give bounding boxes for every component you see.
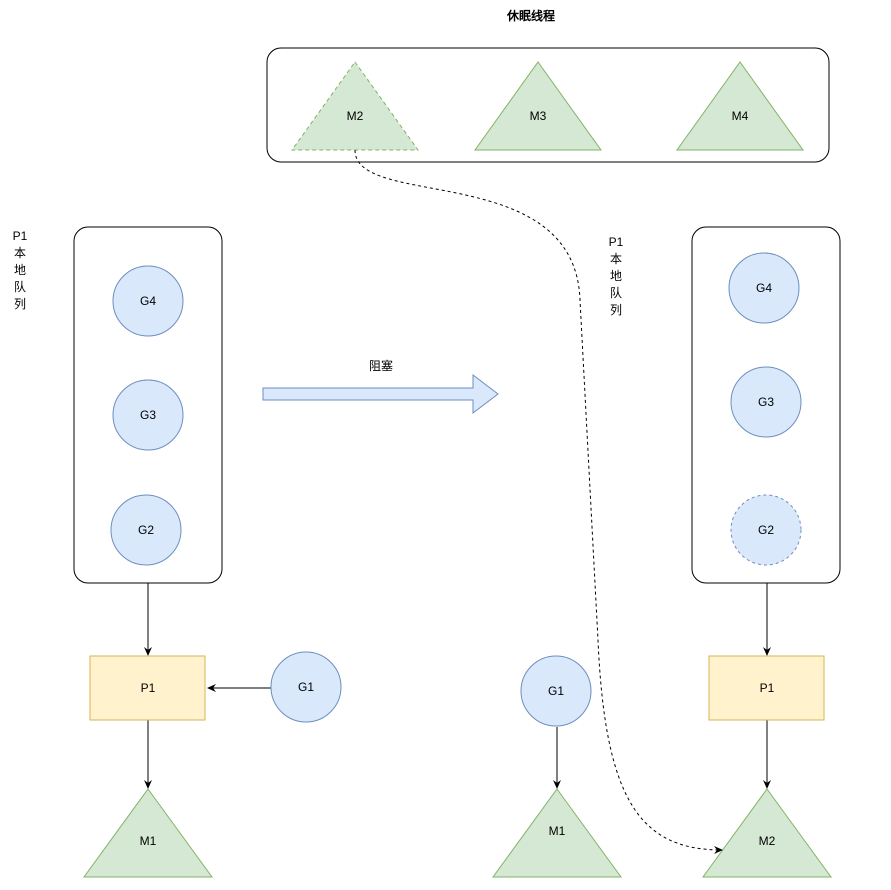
before-goroutine-g3-label: G3 [140, 408, 156, 422]
after-goroutine-g4-label: G4 [756, 281, 772, 295]
svg-text:地: 地 [610, 269, 622, 283]
before-processor-p1-label: P1 [141, 681, 156, 695]
svg-text:本: 本 [14, 246, 26, 260]
sleeping-thread-m4-label: M4 [732, 109, 749, 123]
sleeping-thread-m3 [474, 61, 602, 151]
before-processor-p1 [89, 655, 206, 721]
before-goroutine-g2 [110, 494, 182, 566]
after-queue-label: P1 本 地 队 列 [609, 235, 624, 317]
before-goroutine-g3 [112, 379, 184, 451]
svg-text:地: 地 [14, 263, 26, 277]
after-processor-p1-label: P1 [760, 681, 775, 695]
blocking-transition-arrow [262, 373, 499, 415]
svg-text:列: 列 [610, 303, 622, 317]
svg-text:列: 列 [14, 297, 26, 311]
before-goroutine-g4 [112, 265, 184, 337]
before-queue-label: P1 本 地 队 列 [13, 229, 28, 311]
after-goroutine-g4 [728, 252, 800, 324]
sleeping-threads-title: 休眠线程 [506, 8, 555, 23]
sleeping-thread-m2-label: M2 [347, 109, 364, 123]
after-machine-m2-label: M2 [759, 834, 776, 848]
wake-m2-dashed-edge [354, 149, 723, 854]
sleeping-thread-m3-label: M3 [530, 109, 547, 123]
before-goroutine-g1 [270, 651, 342, 723]
blocking-transition-label: 阻塞 [369, 358, 393, 373]
after-machine-m1 [492, 788, 622, 878]
after-goroutine-g2-label: G2 [758, 523, 774, 537]
after-processor-p1 [708, 655, 825, 721]
svg-text:队: 队 [14, 279, 26, 294]
after-goroutine-g2 [730, 494, 802, 566]
after-goroutine-g1 [520, 655, 592, 727]
before-machine-m1-label: M1 [140, 834, 157, 848]
svg-text:队: 队 [610, 285, 622, 300]
sleeping-thread-m4 [676, 61, 804, 151]
svg-text:P1: P1 [609, 235, 624, 249]
before-goroutine-g4-label: G4 [140, 294, 156, 308]
after-machine-m2 [702, 788, 832, 878]
before-goroutine-g1-label: G1 [298, 680, 314, 694]
svg-text:P1: P1 [13, 229, 28, 243]
after-goroutine-g1-label: G1 [548, 684, 564, 698]
before-goroutine-g2-label: G2 [138, 523, 154, 537]
svg-text:本: 本 [610, 252, 622, 266]
before-machine-m1 [83, 788, 213, 878]
after-goroutine-g3-label: G3 [758, 395, 774, 409]
after-machine-m1-label: M1 [549, 824, 566, 838]
after-goroutine-g3 [730, 366, 802, 438]
